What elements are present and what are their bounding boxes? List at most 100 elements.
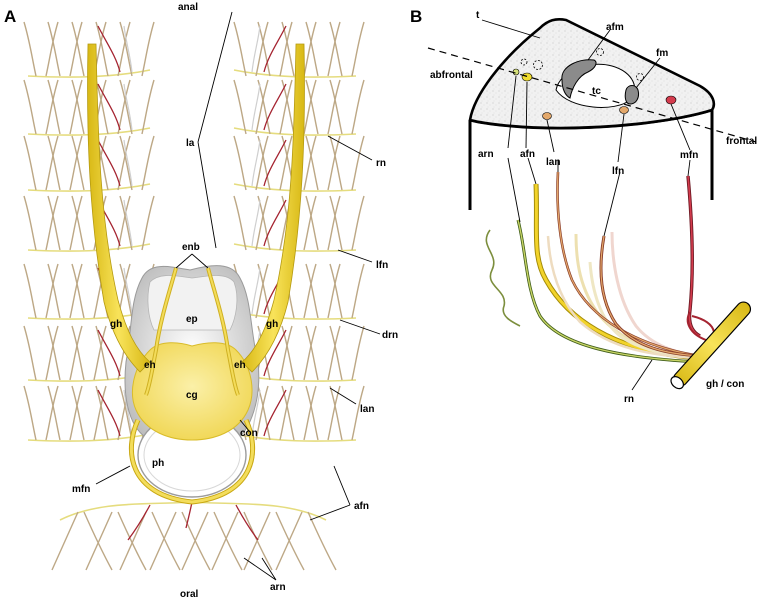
tentacle-left [119,79,133,135]
tentacle-right [303,21,317,77]
tentacle-left [47,135,61,191]
tentacle-left [117,79,131,135]
label-enb: enb [182,242,200,253]
grey-fibre-right [251,139,261,187]
tentacle-left [69,325,83,381]
lfn-leader [337,249,373,263]
tentacle-right [327,21,341,77]
label-ph: ph [152,458,164,469]
tentacle-right [233,195,247,251]
label-gh-right: gh [266,319,278,330]
red-nerve-left [97,83,121,131]
tentacle-left [47,325,61,381]
grey-fibre-right [251,267,261,315]
tentacle-ring-right [233,433,357,442]
oral-tentacle [181,511,211,571]
t-leader [481,19,541,39]
tentacle-ring-left [27,243,151,252]
label-mfn-a: mfn [72,484,90,495]
label-lfn-b: lfn [612,166,624,177]
rn-leader [327,135,373,161]
label-lan-a: lan [360,404,374,415]
tentacle-left [95,385,109,441]
tentacle-right [351,195,365,251]
tentacle-right [233,79,247,135]
tentacle-left [47,21,61,77]
tentacle-right [303,385,317,441]
arn-leader-b-2 [507,157,521,223]
tentacle-right [305,135,319,191]
label-arn-b: arn [478,149,494,160]
tentacle-right [233,21,247,77]
tentacle-right [329,263,343,319]
epistome-horn-left-inner [145,267,177,396]
tentacle-left [23,21,37,77]
lan-leader-b [546,119,555,153]
tentacle-right [351,21,365,77]
tentacle-left [141,195,155,251]
tentacle-right [303,263,317,319]
tentacle-right [281,79,295,135]
label-la: la [186,138,195,149]
label-rn-b: rn [624,394,634,405]
tentacle-left [45,385,59,441]
tentacle-left [69,21,83,77]
con-leader [239,419,251,433]
frontal-muscle [624,85,639,105]
tentacle-left [71,21,85,77]
panel-b-letter: B [410,7,422,26]
oral-tentacle [149,511,177,571]
grey-fibre-right [251,25,261,73]
epistome-horn-right-inner [207,267,239,396]
enb-leader [175,253,209,269]
tentacle-right [327,385,341,441]
tentacle-left [141,79,155,135]
afn-leader-b [525,81,528,149]
red-nerve-left [97,389,121,437]
tentacle-left [71,135,85,191]
oral-tentacle [307,511,337,571]
grey-fibre-left [123,83,133,131]
arn-wavy-fibre [485,229,521,327]
tentacle-left [23,385,37,441]
tentacle-left [47,195,61,251]
afn-leader [309,465,351,521]
red-nerve-left [97,139,121,187]
arn-leader-b [507,75,517,149]
tentacle-left [47,263,61,319]
tentacle-right [279,385,293,441]
mfn-leader [95,465,131,485]
grey-fibre-left [123,139,133,187]
tentacle-right [255,79,269,135]
red-nerve-left [97,25,121,73]
fm-leader [635,57,661,89]
drn-leader [339,319,381,335]
tentacle-left [23,325,37,381]
label-afn-a: afn [354,501,369,512]
label-afm: afm [606,22,624,33]
tentacle-left [95,79,109,135]
tentacle-right [351,135,365,191]
afn-fibre-inner [534,183,701,360]
mfn-fibre-inner [687,175,701,337]
label-gh-con: gh / con [706,379,744,390]
circumoral-nerve-inner [130,419,254,504]
tentacle-right [255,135,269,191]
tentacle-right [279,325,293,381]
tentacle-left [45,135,59,191]
mfn-leader-b-2 [687,159,691,177]
lan-dot [542,112,552,120]
tentacle-ring-left [27,433,151,442]
tentacle-left [141,21,155,77]
tentacle-left [45,195,59,251]
label-lan-b: lan [546,157,560,168]
tentacle-right [255,385,269,441]
red-nerve-right [263,329,287,377]
label-frontal: frontal [726,136,757,147]
red-nerve-right [263,389,287,437]
tentacle-left [141,135,155,191]
afm-leader [587,29,611,61]
tentacle-right [329,385,343,441]
grey-fibre-left [123,267,133,315]
tentacle-right [305,195,319,251]
